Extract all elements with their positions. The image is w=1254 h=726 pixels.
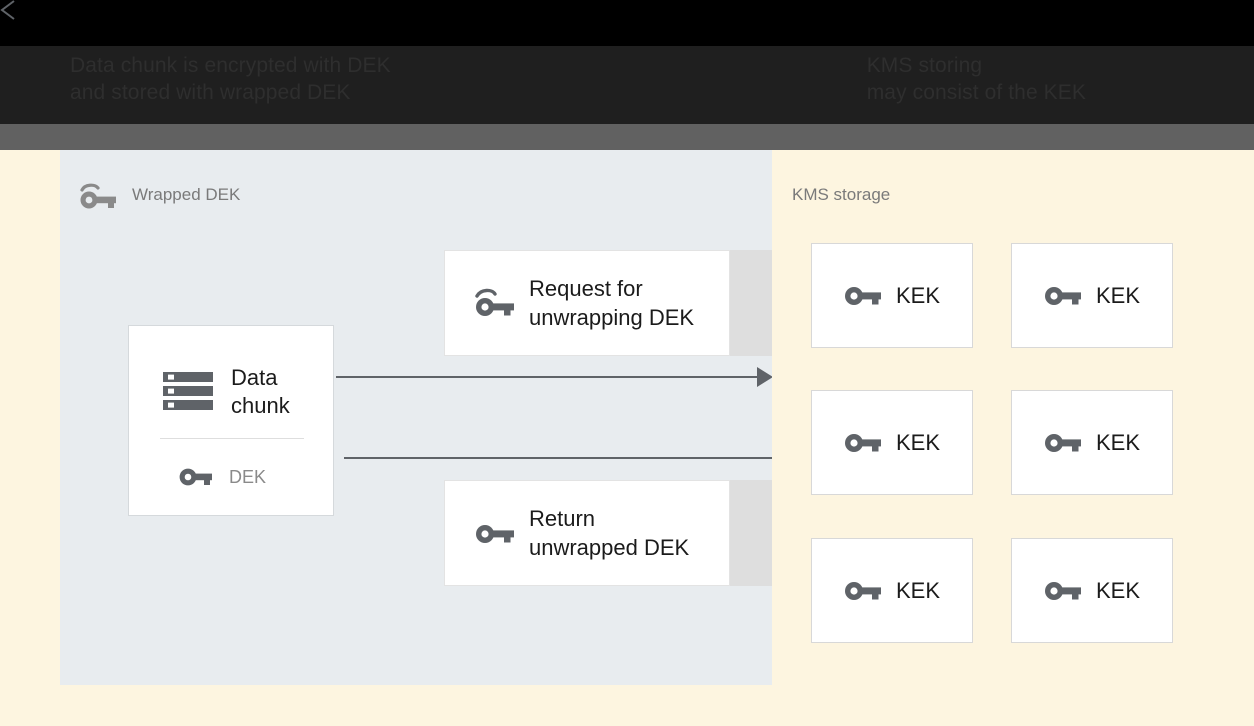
return-unwrapped-card[interactable]: Return unwrapped DEK: [444, 480, 730, 586]
return-unwrapped-label: Return unwrapped DEK: [529, 506, 690, 560]
request-arrow-head: [757, 367, 773, 387]
kek-box[interactable]: KEK: [1011, 538, 1173, 643]
kek-label: KEK: [1095, 577, 1141, 603]
kek-label: KEK: [895, 577, 941, 603]
key-icon: [1044, 429, 1082, 457]
wrapped-key-icon: [78, 181, 118, 211]
key-icon: [844, 577, 882, 605]
kek-label: KEK: [895, 282, 941, 308]
header-right-caption: KMS storing may consist of the KEK: [866, 54, 1086, 104]
data-chunk-title: Data chunk: [231, 365, 290, 418]
kek-box[interactable]: KEK: [811, 390, 973, 495]
key-icon: [473, 516, 517, 550]
kms-storage-panel-title: KMS storage: [792, 185, 891, 204]
header-inner-band: [0, 46, 1254, 124]
card-divider: [160, 438, 304, 439]
key-icon: [844, 282, 882, 310]
kek-label: KEK: [1095, 429, 1141, 455]
kek-box[interactable]: KEK: [1011, 390, 1173, 495]
kek-box[interactable]: KEK: [811, 538, 973, 643]
key-icon: [1044, 577, 1082, 605]
request-unwrap-label: Request for unwrapping DEK: [529, 276, 695, 330]
data-chunk-key-label: DEK: [229, 466, 267, 487]
wrapped-key-icon: [473, 286, 517, 320]
key-icon: [844, 429, 882, 457]
data-chunk-header: Data chunk: [129, 352, 333, 432]
header-gray-bar: [0, 124, 1254, 150]
storage-chunk-icon: [161, 369, 215, 415]
header-bar: Data chunk is encrypted with DEK and sto…: [0, 0, 1254, 124]
request-unwrap-card[interactable]: Request for unwrapping DEK: [444, 250, 730, 356]
data-chunk-card[interactable]: Data chunk DEK: [128, 325, 334, 516]
key-icon: [1044, 282, 1082, 310]
wrapped-dek-panel-title: Wrapped DEK: [132, 185, 241, 204]
kek-box[interactable]: KEK: [811, 243, 973, 348]
header-left-caption: Data chunk is encrypted with DEK and sto…: [70, 54, 391, 104]
kek-box[interactable]: KEK: [1011, 243, 1173, 348]
request-arrow-line: [336, 376, 766, 378]
kek-label: KEK: [1095, 282, 1141, 308]
data-chunk-key-row: DEK: [129, 454, 333, 500]
response-arrow-line: [344, 457, 772, 459]
kek-label: KEK: [895, 429, 941, 455]
key-icon: [179, 464, 213, 490]
